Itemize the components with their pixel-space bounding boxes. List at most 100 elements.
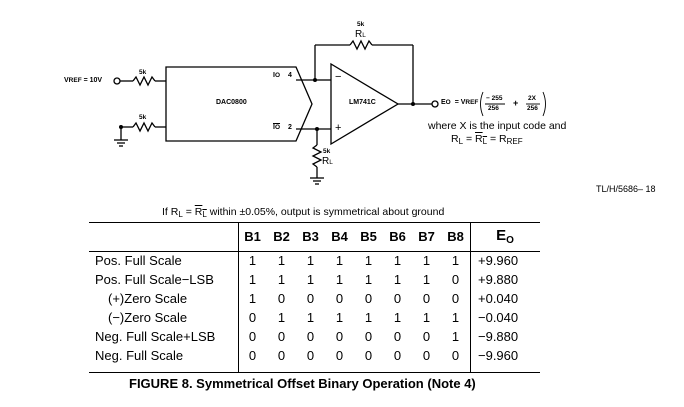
opamp-triangle bbox=[330, 62, 400, 146]
input-resistor-top-label: 5k bbox=[139, 69, 147, 76]
bit-cell: 1 bbox=[277, 310, 286, 325]
row-label: (−)Zero Scale bbox=[108, 310, 188, 325]
bit-cell: 0 bbox=[306, 329, 315, 344]
table-rule-top bbox=[89, 222, 540, 223]
bit-cell: 0 bbox=[422, 329, 431, 344]
junction-dot bbox=[315, 127, 319, 131]
condition-suffix: within ±0.05%, output is symmetrical abo… bbox=[206, 206, 445, 218]
eo-cell: +0.040 bbox=[478, 291, 519, 306]
truth-table: B1 B2 B3 B4 B5 B6 B7 B8 EO Pos. Full Sca… bbox=[89, 222, 540, 365]
bit-cell: 1 bbox=[306, 272, 315, 287]
vref-label: VREF = 10V bbox=[64, 77, 102, 84]
feedback-r-sub: L bbox=[362, 32, 366, 39]
input-resistor-bottom bbox=[132, 121, 156, 133]
bit-cell: 0 bbox=[277, 291, 286, 306]
vref-v: V bbox=[64, 77, 69, 84]
note-rlbar-sub: L bbox=[482, 137, 488, 146]
bit-cell: 0 bbox=[422, 348, 431, 363]
ground-resistor-label: RL bbox=[322, 156, 333, 167]
bit-cell: 1 bbox=[451, 253, 460, 268]
header-label-cell bbox=[89, 222, 238, 251]
io-pin: 4 bbox=[287, 72, 292, 79]
ground-resistor-value: 5k bbox=[323, 148, 331, 155]
bit-cell: 0 bbox=[364, 291, 373, 306]
bit-cell: 0 bbox=[393, 291, 402, 306]
bit-cell: 0 bbox=[248, 348, 257, 363]
bit-cell: 1 bbox=[393, 272, 402, 287]
io-bar-sub: O bbox=[274, 124, 281, 131]
header-bit: B8 bbox=[447, 229, 464, 244]
input-resistor-bottom-label: 5k bbox=[139, 114, 147, 121]
bit-cell: 0 bbox=[248, 310, 257, 325]
bit-cell: 1 bbox=[335, 253, 344, 268]
eq-vref: = V bbox=[454, 99, 466, 106]
vref-value: = 10V bbox=[81, 77, 103, 84]
junction-dot bbox=[313, 78, 317, 82]
bit-cell: 0 bbox=[451, 272, 460, 287]
bit-cell: 1 bbox=[335, 272, 344, 287]
feedback-resistor bbox=[349, 39, 373, 51]
eo-cell: −9.960 bbox=[478, 348, 519, 363]
junction-dot bbox=[119, 125, 123, 129]
note-line2: RL = RL = RREF bbox=[451, 133, 523, 146]
header-eo: EO bbox=[470, 222, 540, 251]
bit-cell: 1 bbox=[422, 310, 431, 325]
note-eq1: = bbox=[463, 133, 476, 145]
note-rlbar: R bbox=[475, 133, 483, 145]
frac2-denominator: 256 bbox=[527, 105, 538, 112]
condition-rlbar: R bbox=[194, 206, 203, 218]
feedback-r: R bbox=[355, 29, 363, 40]
reference-code: TL/H/5686– 18 bbox=[596, 184, 656, 194]
row-label: Neg. Full Scale bbox=[95, 348, 184, 363]
condition-rlbar-sub: L bbox=[202, 210, 207, 219]
bit-cell: 1 bbox=[277, 253, 286, 268]
bit-cell: 1 bbox=[248, 291, 257, 306]
bit-cell: 0 bbox=[248, 329, 257, 344]
junction-dot bbox=[411, 102, 415, 106]
note-eq2: = R bbox=[487, 133, 507, 145]
header-bit: B2 bbox=[273, 229, 290, 244]
io-bar-i: I bbox=[273, 124, 275, 131]
header-bit: B3 bbox=[302, 229, 319, 244]
eo-cell: +9.880 bbox=[478, 272, 519, 287]
bit-cell: 0 bbox=[451, 291, 460, 306]
eo-cell: +9.960 bbox=[478, 253, 519, 268]
bit-cell: 1 bbox=[306, 253, 315, 268]
circuit-schematic bbox=[113, 39, 546, 185]
bit-cell: 0 bbox=[335, 329, 344, 344]
bit-cell: 1 bbox=[306, 310, 315, 325]
table-divider-eo bbox=[470, 222, 471, 372]
bit-cell: 1 bbox=[364, 253, 373, 268]
bit-cell: 0 bbox=[393, 329, 402, 344]
bit-cell: 1 bbox=[248, 253, 257, 268]
bit-cell: 0 bbox=[277, 348, 286, 363]
eo-cell: −0.040 bbox=[478, 310, 519, 325]
row-label: Pos. Full Scale bbox=[95, 253, 182, 268]
vref-sub: REF bbox=[68, 77, 82, 84]
row-label: (+)Zero Scale bbox=[108, 291, 188, 306]
row-label: Neg. Full Scale+LSB bbox=[95, 329, 216, 344]
dac-box bbox=[165, 66, 313, 142]
ground-resistor bbox=[311, 144, 323, 168]
feedback-resistor-value: 5k bbox=[357, 21, 365, 28]
table-rule-bottom bbox=[89, 372, 540, 373]
bit-cell: 0 bbox=[335, 291, 344, 306]
io-i: I bbox=[273, 72, 275, 79]
bit-cell: 0 bbox=[393, 348, 402, 363]
header-bit: B7 bbox=[418, 229, 435, 244]
bit-cell: 1 bbox=[277, 272, 286, 287]
eq-plus-sign: + bbox=[513, 98, 519, 108]
note-line1: where X is the input code and bbox=[428, 120, 567, 132]
bit-cell: 1 bbox=[248, 272, 257, 287]
bit-cell: 0 bbox=[422, 291, 431, 306]
bit-cell: 0 bbox=[335, 348, 344, 363]
bit-cell: 1 bbox=[364, 272, 373, 287]
io-pin-label: IO 4 bbox=[273, 72, 292, 79]
ground-r-sub: L bbox=[329, 159, 333, 166]
eq-vref-sub: REF bbox=[465, 99, 479, 106]
